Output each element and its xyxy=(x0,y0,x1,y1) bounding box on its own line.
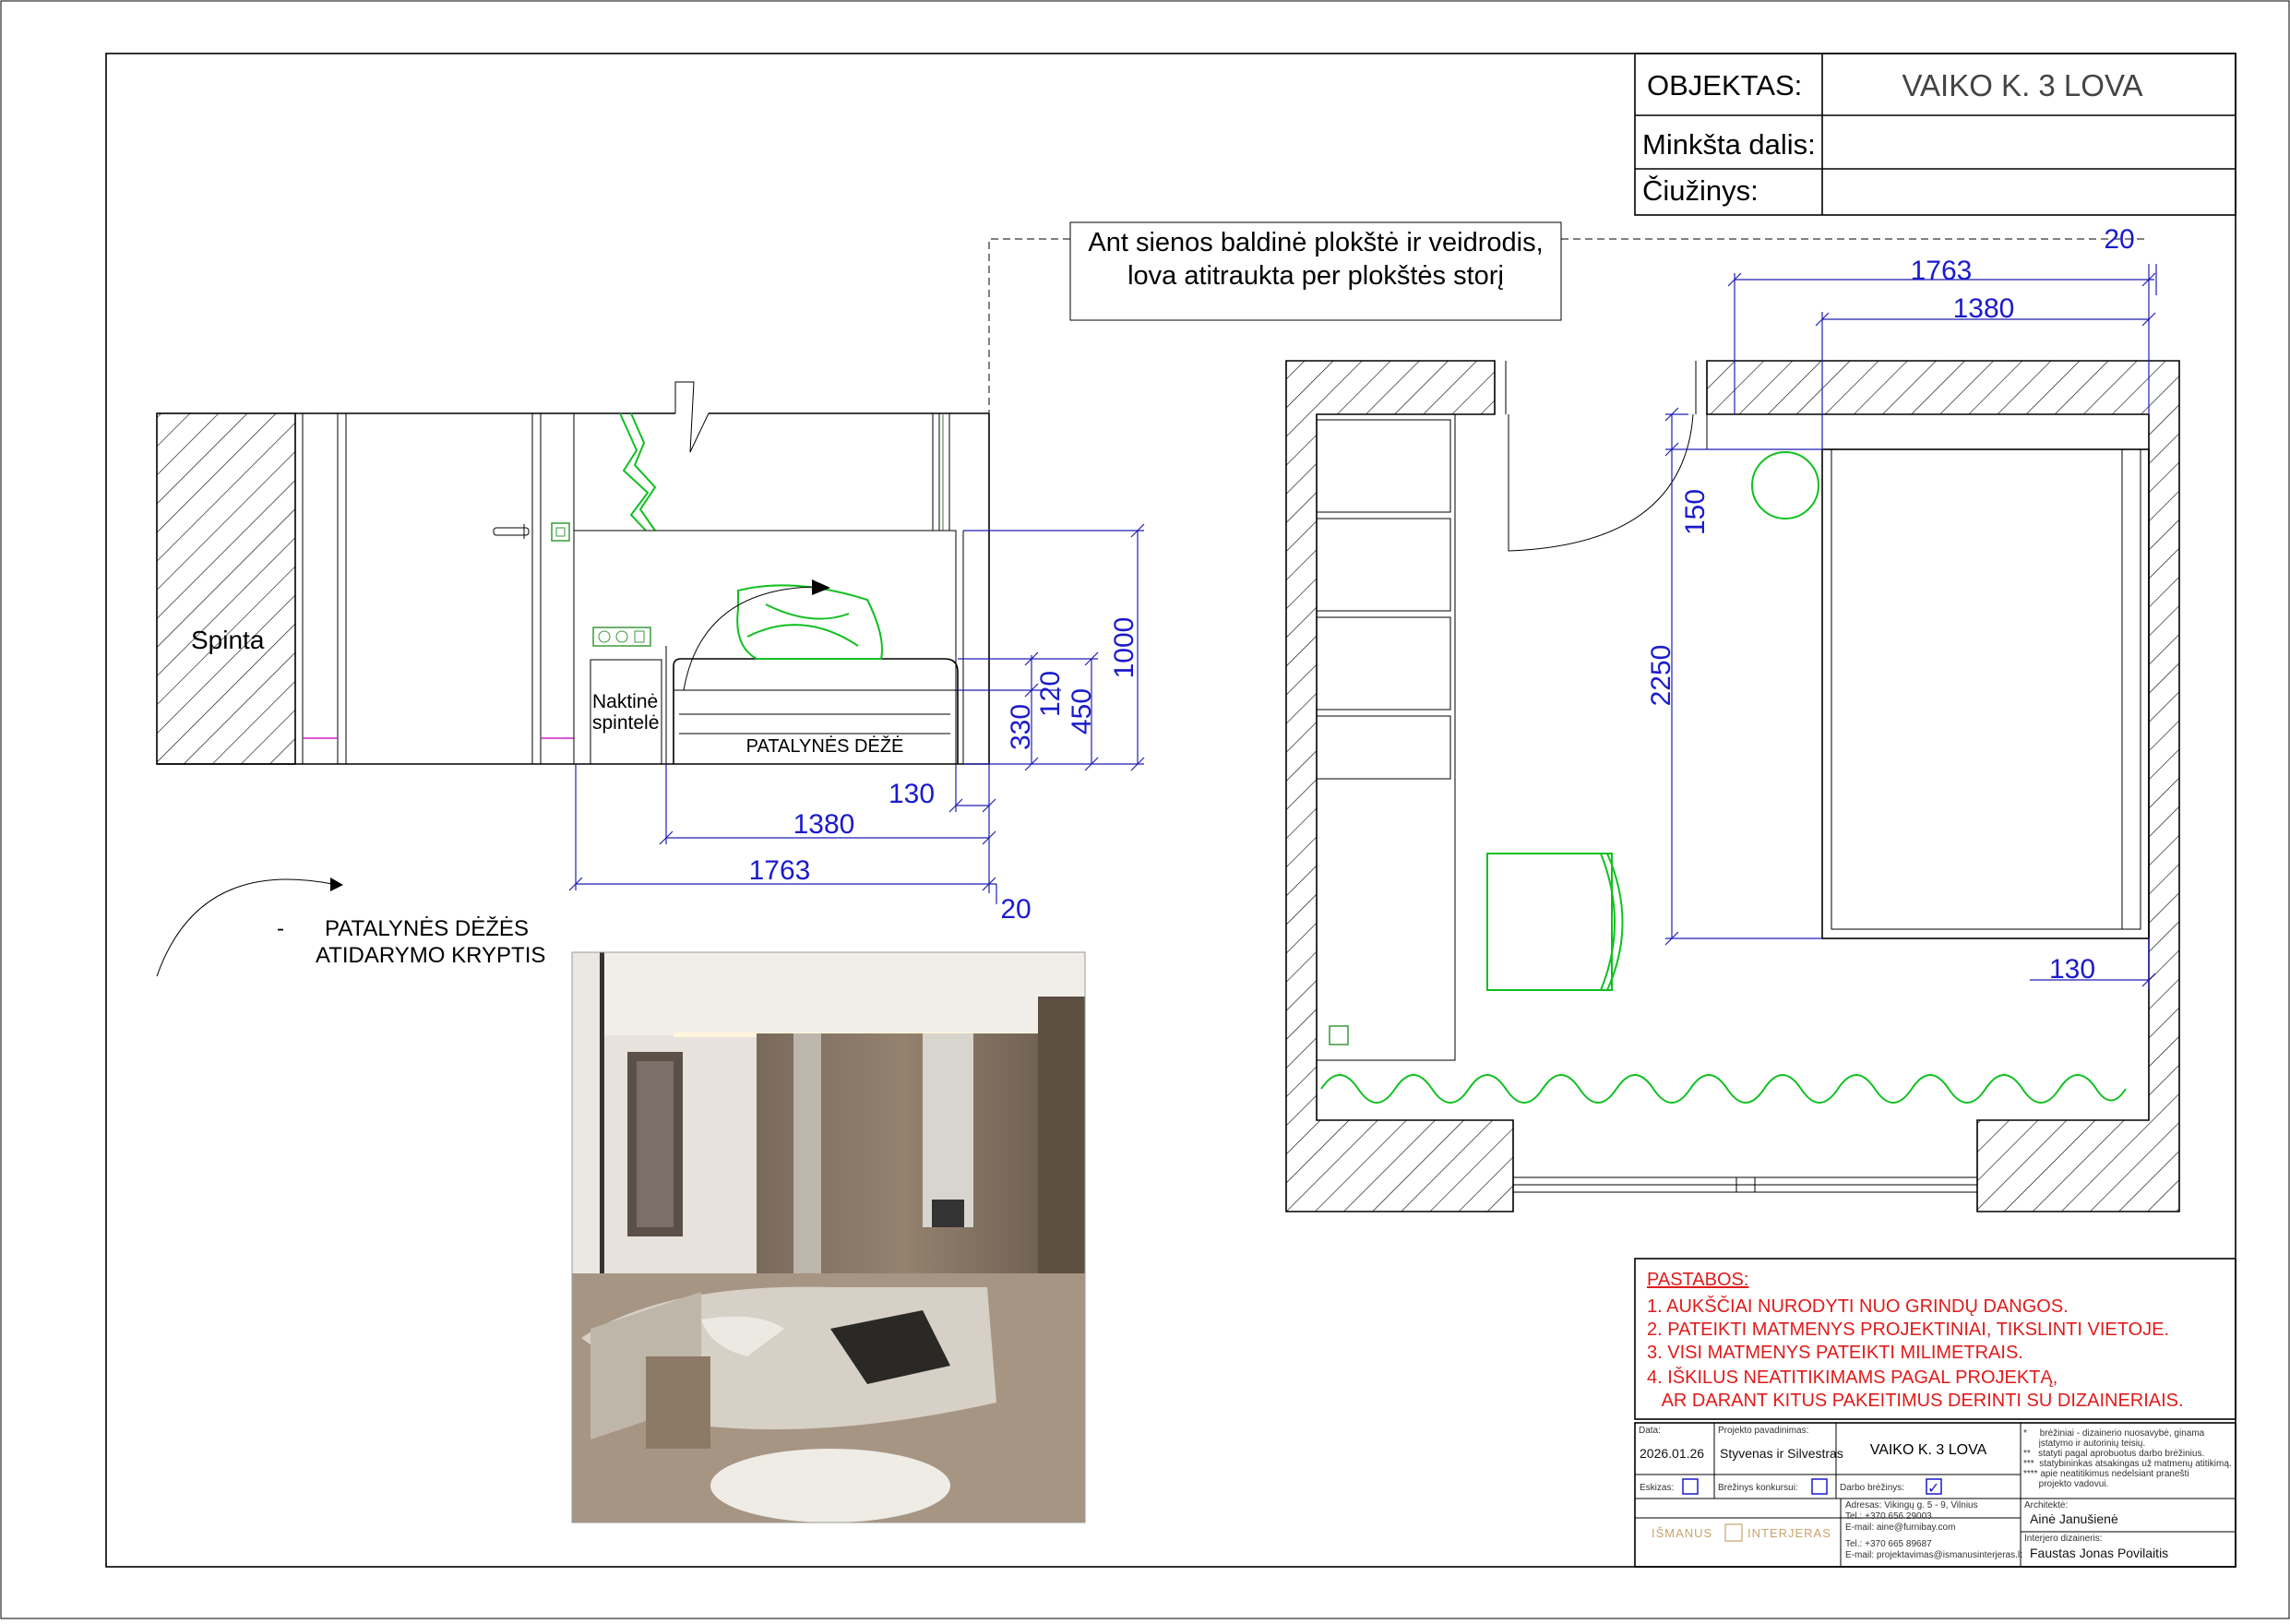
dim-2250-plan: 2250 xyxy=(1646,645,1676,707)
naktine-label-1: Naktinė xyxy=(592,691,658,712)
opening-arc xyxy=(683,586,813,691)
darbo-checkbox[interactable] xyxy=(1926,1478,1942,1495)
legend-dash: - xyxy=(277,916,284,941)
eskizas-checkbox[interactable] xyxy=(1682,1478,1699,1495)
socket-block xyxy=(592,627,651,647)
door-swing xyxy=(1508,413,1694,552)
chair-plan xyxy=(1486,853,1613,991)
logo-right: INTERJERAS xyxy=(1747,1526,1831,1540)
disclaimer-1: * brėžiniai - dizainerio nuosavybė, gina… xyxy=(2023,1428,2205,1439)
address-4: Tel.: +370 665 89687 xyxy=(1845,1539,1932,1549)
wardrobe-plan xyxy=(1316,413,1456,1061)
objektas-label: OBJEKTAS: xyxy=(1647,69,1802,102)
note-1: 1. AUKŠČIAI NURODYTI NUO GRINDŲ DANGOS. xyxy=(1647,1296,2069,1317)
floor-plan xyxy=(1285,360,2180,1212)
naktine-label-2: spintelė xyxy=(592,712,659,734)
address-3: E-mail: aine@furnibay.com xyxy=(1845,1522,1955,1533)
interior-render-photo xyxy=(571,951,1086,1523)
note-2: 2. PATEIKTI MATMENYS PROJEKTINIAI, TIKSL… xyxy=(1647,1320,2169,1340)
note-3: 3. VISI MATMENYS PATEIKTI MILIMETRAIS. xyxy=(1647,1343,2023,1363)
wall-switch xyxy=(551,522,570,542)
dim-20-elev: 20 xyxy=(1000,894,1031,925)
dim-150-plan: 150 xyxy=(1680,489,1711,535)
wall-panel-plan xyxy=(1706,413,2150,450)
callout: Ant sienos baldinė plokštė ir veidrodis,… xyxy=(988,221,2146,414)
note-4: 4. IŠKILUS NEATITIKIMAMS PAGAL PROJEKTĄ, xyxy=(1647,1367,2057,1388)
door-handle xyxy=(493,527,530,536)
disclaimer-5: **** apie neatitikimus nedelsiant praneš… xyxy=(2023,1469,2189,1479)
address-5: E-mail: projektavimas@ismanusinterjeras.… xyxy=(1845,1550,2022,1560)
dizaineris-value: Faustas Jonas Povilaitis xyxy=(2030,1546,2168,1560)
dim-1763-elev: 1763 xyxy=(749,855,811,886)
brezinys-konkursui-label: Brėžinys konkursui: xyxy=(1718,1483,1798,1493)
logo-left: IŠMANUS xyxy=(1652,1526,1712,1540)
notes-block: PASTABOS: 1. AUKŠČIAI NURODYTI NUO GRIND… xyxy=(1634,1258,2236,1420)
nightstand-plan xyxy=(1751,451,1819,519)
data-label: Data: xyxy=(1639,1426,1661,1436)
data-value: 2026.01.26 xyxy=(1640,1446,1704,1461)
plan-walls xyxy=(1285,360,2180,1212)
address-2: Tel.: +370 656 29003 xyxy=(1845,1511,1932,1522)
dim-450: 450 xyxy=(1067,688,1097,734)
disclaimer-4: *** statybininkas atsakingas už matmenų … xyxy=(2023,1459,2232,1469)
dim-120: 120 xyxy=(1035,671,1066,717)
dim-1380-elev: 1380 xyxy=(793,809,855,840)
objektas-value: VAIKO K. 3 LOVA xyxy=(1902,68,2142,102)
legend-line1: PATALYNĖS DĖŽĖS xyxy=(325,916,529,941)
note-5: AR DARANT KITUS PAKEITIMUS DERINTI SU DI… xyxy=(1647,1391,2184,1411)
callout-line1: Ant sienos baldinė plokštė ir veidrodis, xyxy=(1088,228,1543,257)
wall-decor-green xyxy=(619,412,650,531)
disclaimer-2: įstatymo ir autorinių teisių. xyxy=(2023,1439,2145,1449)
callout-leader-left xyxy=(988,238,1070,414)
dim-130-plan: 130 xyxy=(2049,954,2095,985)
wardrobe-hatch xyxy=(156,412,296,765)
dizaineris-label: Interjero dizaineris: xyxy=(2024,1534,2102,1544)
opening-direction-legend: - PATALYNĖS DĖŽĖS ATIDARYMO KRYPTIS xyxy=(156,878,545,977)
disclaimer-3: ** statyti pagal aprobuotus darbo brėžin… xyxy=(2023,1449,2204,1459)
dim-20-plan: 20 xyxy=(2104,224,2134,255)
dim-1380-plan: 1380 xyxy=(1953,293,2015,324)
eskizas-label: Eskizas: xyxy=(1640,1483,1674,1493)
footer-block: Data: 2026.01.26 Projekto pavadinimas: S… xyxy=(1634,1422,2236,1568)
nightstand xyxy=(590,659,662,765)
disclaimer-6: projekto vadovui. xyxy=(2023,1479,2108,1489)
notes-heading: PASTABOS: xyxy=(1647,1270,1748,1290)
projekto-value: Styvenas ir Silvestras xyxy=(1720,1446,1843,1461)
patalynes-deze-label: PATALYNĖS DĖŽĖ xyxy=(746,735,904,757)
dim-1000: 1000 xyxy=(1109,617,1139,679)
darbo-checkmark: ✓ xyxy=(1927,1481,1939,1497)
architektas-label: Architektė: xyxy=(2024,1500,2068,1511)
dim-330: 330 xyxy=(1006,704,1036,750)
legend-line2: ATIDARYMO KRYPTIS xyxy=(316,943,545,968)
title-block: OBJEKTAS: VAIKO K. 3 LOVA Minkšta dalis:… xyxy=(1634,53,2236,216)
minksta-dalis-label: Minkšta dalis: xyxy=(1642,128,1816,161)
dim-130-elev: 130 xyxy=(889,779,935,809)
konkursui-checkbox[interactable] xyxy=(1811,1478,1828,1495)
pillow-green xyxy=(736,584,883,660)
architektas-value: Ainė Janušienė xyxy=(2030,1511,2118,1526)
inner-border xyxy=(105,53,2236,1568)
address-1: Adresas: Vikingų g. 5 - 9, Vilnius xyxy=(1845,1500,1978,1511)
logo-mark xyxy=(1724,1523,1743,1542)
spinta-label: Spinta xyxy=(191,626,265,654)
break-line xyxy=(674,381,710,453)
curtains xyxy=(1320,1074,2127,1104)
projekto-label: Projekto pavadinimas: xyxy=(1718,1426,1808,1436)
dim-1763-plan: 1763 xyxy=(1911,256,1973,286)
elevation-view: Spinta xyxy=(156,381,990,765)
plan-dimensions: 1763 1380 20 150 2250 130 xyxy=(1646,224,2157,989)
elevation-dimensions: 1000 450 120 330 130 1380 1763 20 xyxy=(568,523,1145,925)
ciuzinys-label: Čiužinys: xyxy=(1642,174,1759,207)
callout-line2: lova atitraukta per plokštės storį xyxy=(1127,261,1504,291)
darbo-brezinys-label: Darbo brėžinys: xyxy=(1840,1483,1904,1493)
bed-plan xyxy=(1821,448,2150,939)
sheet-title: VAIKO K. 3 LOVA xyxy=(1870,1442,1987,1458)
